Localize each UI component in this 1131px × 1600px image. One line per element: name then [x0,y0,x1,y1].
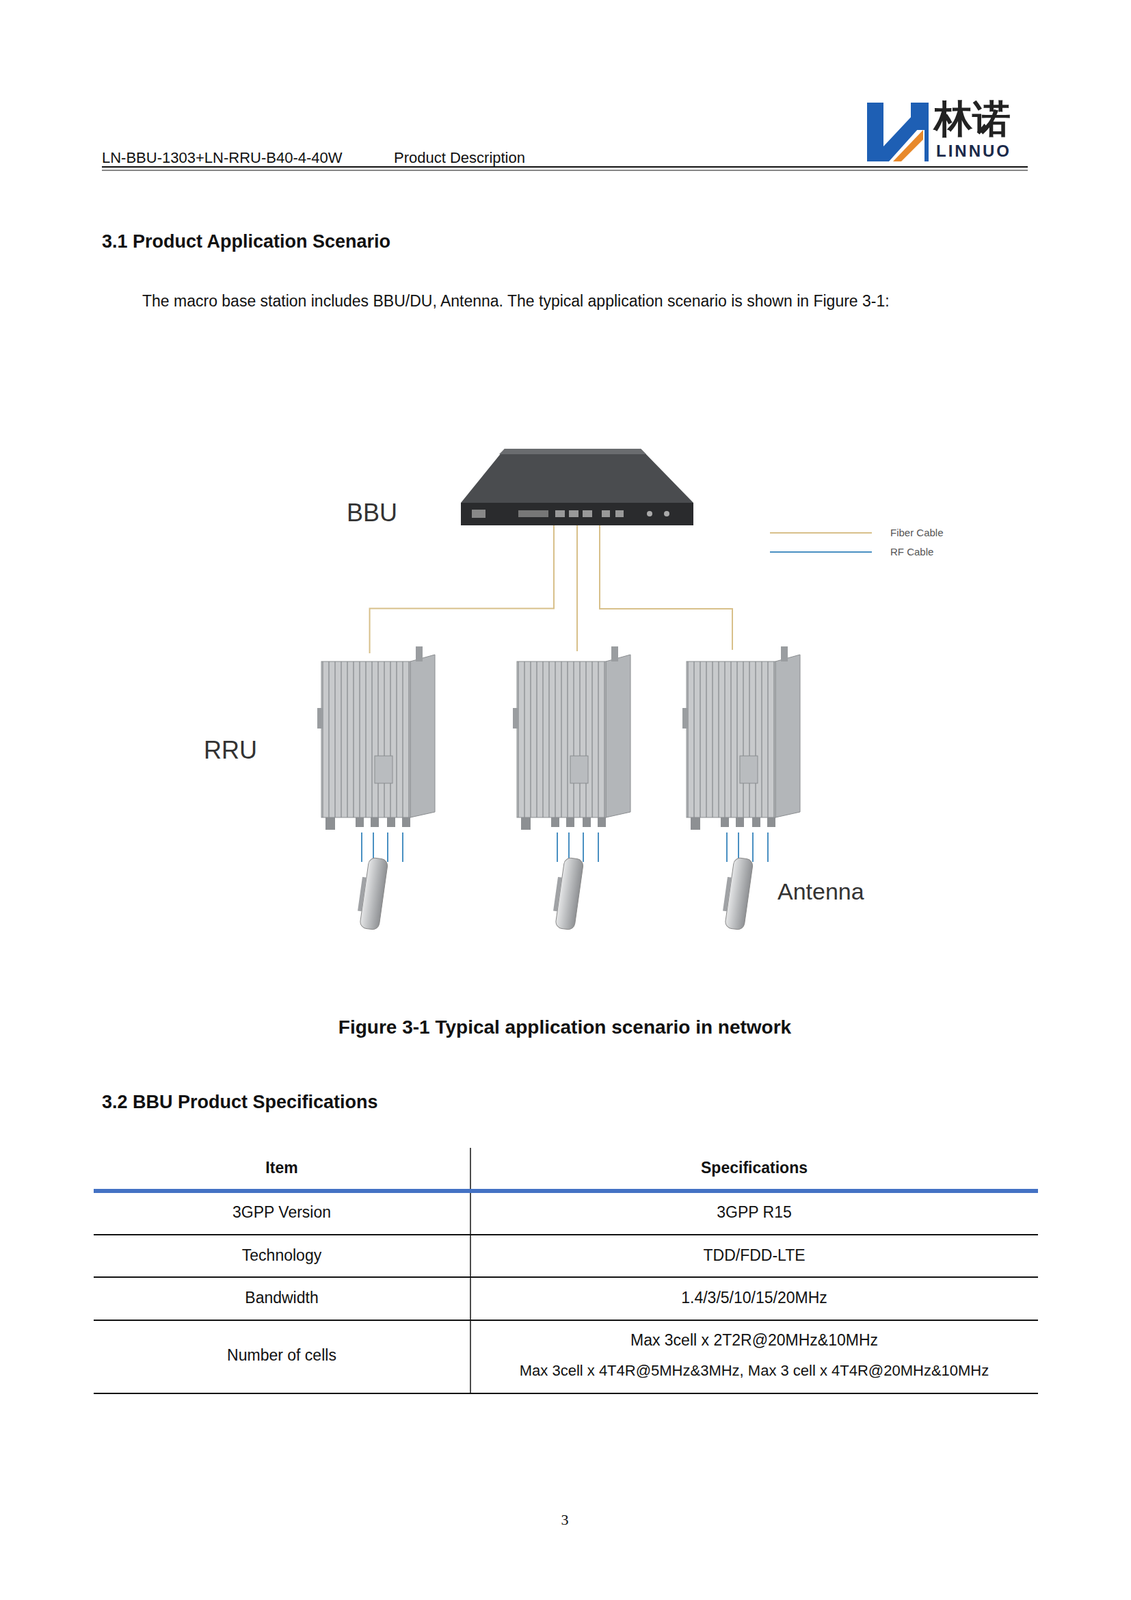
antenna: Antenna [726,856,765,930]
logo-text: 林诺 [934,95,1011,142]
body-text: The macro base station includes BBU/DU, … [142,291,890,312]
header-text: Product Description [393,149,526,167]
table-cell: 1.4/3/5/10/15/20MHz [681,1288,828,1308]
table-cell: 3GPP Version [232,1202,331,1222]
legend-text: RF Cable [890,545,934,558]
section-heading: 3.2 BBU Product Specifications [101,1090,379,1113]
header-text: LN-BBU-1303+LN-RRU-B40-4-40W [101,149,343,167]
legend-text: Fiber Cable [890,526,944,539]
table-cell: 3GPP R15 [716,1202,792,1222]
table-header: Specifications [700,1158,808,1178]
table-cell: Number of cells [227,1345,337,1365]
device-label: RRU [203,735,258,765]
device-label: Antenna [777,877,865,906]
table-cell: Max 3cell x 2T2R@20MHz&10MHz [630,1330,878,1350]
rru-unit: RRU [321,653,437,831]
fiber-cable [369,525,554,654]
page-number: 3 [561,1510,569,1529]
device-label: BBU [346,497,398,528]
table-cell: Technology [242,1245,322,1266]
bbu-unit: BBU [460,448,694,526]
logo-text: LINNUO [936,141,1012,162]
table-cell: Bandwidth [244,1288,318,1308]
section-heading: 3.1 Product Application Scenario [101,230,391,253]
table-header: Item [265,1158,298,1178]
table-cell: Max 3cell x 4T4R@5MHz&3MHz, Max 3 cell x… [519,1361,990,1380]
table-cell: TDD/FDD-LTE [702,1245,805,1266]
figure-caption: Figure 3-1 Typical application scenario … [338,1015,792,1039]
